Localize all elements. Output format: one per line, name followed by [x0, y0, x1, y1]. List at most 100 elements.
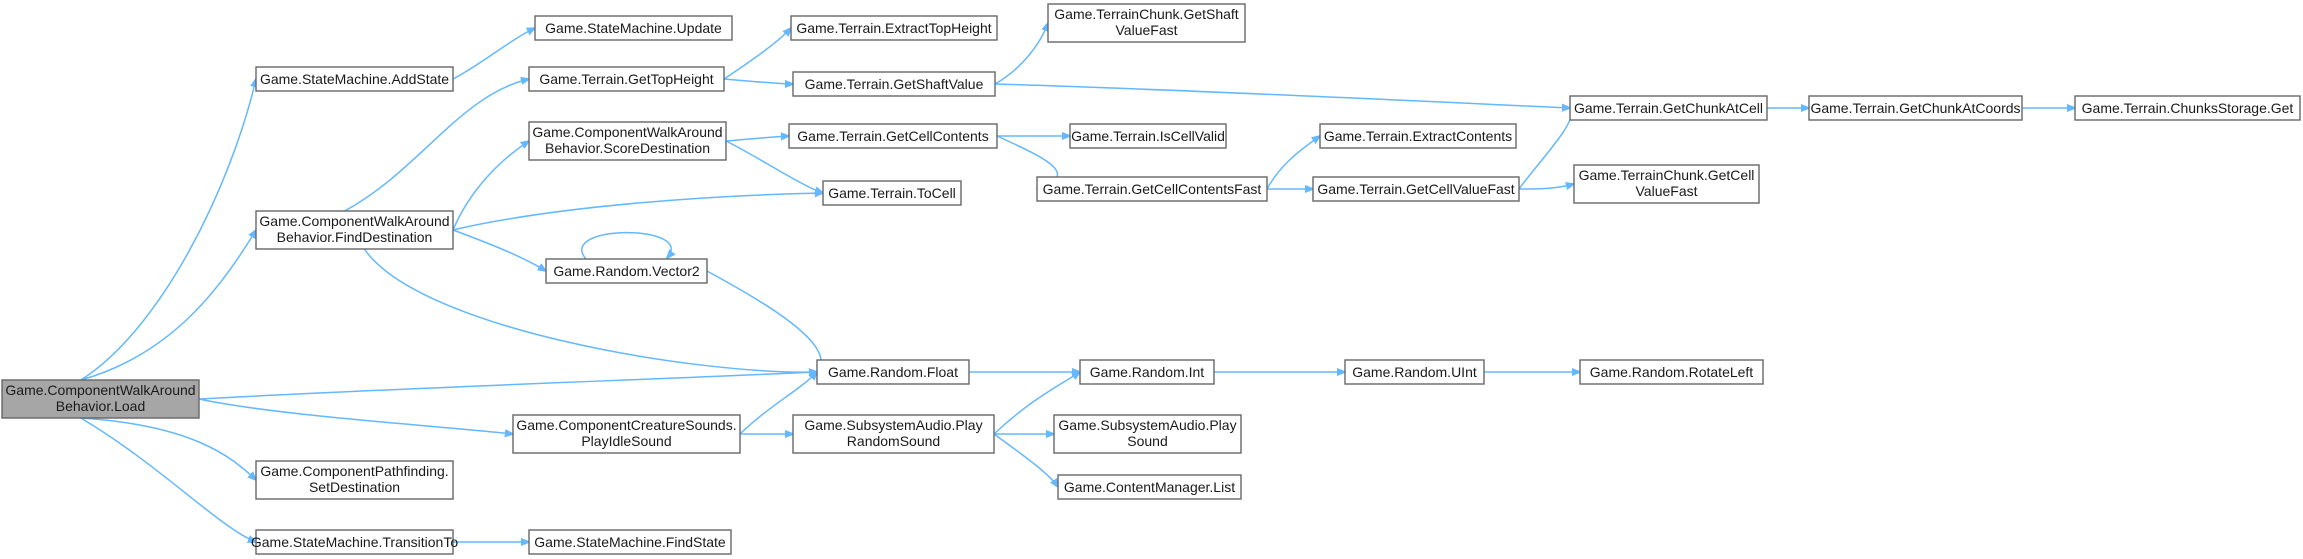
node-playIdle[interactable]: Game.ComponentCreatureSounds.PlayIdleSou… [512, 414, 741, 454]
node-rint[interactable]: Game.Random.Int [1079, 359, 1215, 385]
node-box [255, 210, 454, 250]
edge-cellValueFast-to-chunkAtCell [1518, 108, 1572, 190]
edge-load-to-addState [80, 79, 256, 381]
node-label: Game.Terrain.GetCellContents [797, 128, 988, 144]
node-box [1053, 414, 1242, 454]
node-findState[interactable]: Game.StateMachine.FindState [528, 529, 732, 555]
node-label: Game.TerrainChunk.GetCell [1579, 167, 1755, 183]
node-label: Game.Random.Vector2 [553, 263, 700, 279]
edge-findDest-to-rfloat [363, 248, 817, 372]
node-findDest[interactable]: Game.ComponentWalkAroundBehavior.FindDes… [255, 210, 454, 250]
node-box [2074, 95, 2301, 121]
node-extractContents[interactable]: Game.Terrain.ExtractContents [1319, 123, 1517, 149]
node-scoreDest[interactable]: Game.ComponentWalkAroundBehavior.ScoreDe… [528, 121, 727, 161]
node-box [816, 359, 970, 385]
node-chunkAtCell[interactable]: Game.Terrain.GetChunkAtCell [1569, 95, 1768, 121]
edge-topHeight-to-extractTop [723, 28, 791, 80]
node-box [255, 460, 454, 500]
node-label: Game.Terrain.GetChunkAtCoords [1810, 100, 2020, 116]
node-label: Game.Terrain.GetCellContentsFast [1043, 181, 1262, 197]
node-label: Game.ComponentCreatureSounds. [516, 417, 736, 433]
node-label: Game.Random.RotateLeft [1590, 364, 1754, 380]
node-box [788, 123, 998, 149]
node-box [1, 379, 200, 419]
node-cellValueFast[interactable]: Game.Terrain.GetCellValueFast [1312, 176, 1520, 202]
node-label: SetDestination [309, 479, 400, 495]
node-label: Game.Terrain.GetCellValueFast [1317, 181, 1514, 197]
node-box [822, 180, 962, 206]
node-toCell[interactable]: Game.Terrain.ToCell [822, 180, 962, 206]
node-chunksGet[interactable]: Game.Terrain.ChunksStorage.Get [2074, 95, 2301, 121]
node-label: Game.StateMachine.Update [545, 20, 722, 36]
edge-findDest-to-scoreDest [452, 141, 529, 231]
edge-vector2-to-vector2 [581, 231, 671, 259]
node-label: Game.SubsystemAudio.Play [1058, 417, 1236, 433]
node-label: Game.ComponentWalkAround [532, 124, 722, 140]
node-box [1344, 359, 1485, 385]
node-label: Game.Random.Int [1090, 364, 1204, 380]
node-box [528, 66, 725, 92]
edge-load-to-transTo [80, 417, 256, 542]
node-rfloat[interactable]: Game.Random.Float [816, 359, 970, 385]
node-label: Game.Terrain.GetChunkAtCell [1574, 100, 1763, 116]
node-label: Sound [1127, 433, 1167, 449]
node-smUpdate[interactable]: Game.StateMachine.Update [534, 15, 733, 41]
node-box [792, 71, 996, 97]
node-label: Game.Terrain.GetTopHeight [539, 71, 713, 87]
node-chunkAtCoords[interactable]: Game.Terrain.GetChunkAtCoords [1808, 95, 2023, 121]
node-label: Game.Terrain.GetShaftValue [805, 76, 984, 92]
edge-findDest-to-toCell [452, 193, 823, 231]
node-setDest[interactable]: Game.ComponentPathfinding.SetDestination [255, 460, 454, 500]
edge-addState-to-smUpdate [452, 28, 535, 80]
node-label: Game.StateMachine.TransitionTo [251, 534, 458, 550]
node-label: PlayIdleSound [581, 433, 671, 449]
node-box [512, 414, 741, 454]
node-box [1036, 176, 1268, 202]
node-extractTop[interactable]: Game.Terrain.ExtractTopHeight [790, 15, 998, 41]
node-label: Game.Terrain.ExtractContents [1324, 128, 1512, 144]
node-box [255, 66, 454, 92]
edge-vector2-to-rfloat [706, 270, 821, 372]
node-chunkCellValue[interactable]: Game.TerrainChunk.GetCellValueFast [1573, 164, 1760, 204]
node-isCellValid[interactable]: Game.Terrain.IsCellValid [1069, 123, 1227, 149]
node-label: Game.ComponentWalkAround [259, 213, 449, 229]
node-box [528, 529, 732, 555]
node-uint[interactable]: Game.Random.UInt [1344, 359, 1485, 385]
node-transTo[interactable]: Game.StateMachine.TransitionTo [251, 529, 458, 555]
node-box [1057, 474, 1242, 500]
edge-load-to-findDest [80, 230, 256, 381]
node-box [1319, 123, 1517, 149]
node-box [1808, 95, 2023, 121]
edge-scoreDest-to-cellContents [725, 136, 789, 142]
call-nodes: Game.ComponentWalkAroundBehavior.LoadGam… [1, 3, 2301, 555]
node-label: Game.StateMachine.FindState [534, 534, 726, 550]
node-label: Game.ContentManager.List [1064, 479, 1235, 495]
node-addState[interactable]: Game.StateMachine.AddState [255, 66, 454, 92]
edge-cellValueFast-to-chunkCellValue [1518, 184, 1574, 189]
edge-playRandom-to-cmList [993, 433, 1058, 487]
node-box [528, 121, 727, 161]
node-label: Game.Terrain.ExtractTopHeight [796, 20, 991, 36]
node-label: Game.StateMachine.AddState [260, 71, 449, 87]
node-shaftValue[interactable]: Game.Terrain.GetShaftValue [792, 71, 996, 97]
node-label: Behavior.FindDestination [277, 229, 433, 245]
node-box [1579, 359, 1764, 385]
node-cmList[interactable]: Game.ContentManager.List [1057, 474, 1242, 500]
node-box [255, 529, 454, 555]
node-box [534, 15, 733, 41]
node-rotateLeft[interactable]: Game.Random.RotateLeft [1579, 359, 1764, 385]
node-box [1079, 359, 1215, 385]
node-vector2[interactable]: Game.Random.Vector2 [545, 258, 708, 284]
edge-load-to-setDest [80, 417, 256, 480]
edge-shaftValue-to-chunkAtCell [994, 83, 1570, 108]
node-cellContentsFast[interactable]: Game.Terrain.GetCellContentsFast [1036, 176, 1268, 202]
edge-topHeight-to-shaftValue [723, 78, 793, 84]
node-topHeight[interactable]: Game.Terrain.GetTopHeight [528, 66, 725, 92]
edge-load-to-playIdle [198, 398, 513, 434]
node-cellContents[interactable]: Game.Terrain.GetCellContents [788, 123, 998, 149]
